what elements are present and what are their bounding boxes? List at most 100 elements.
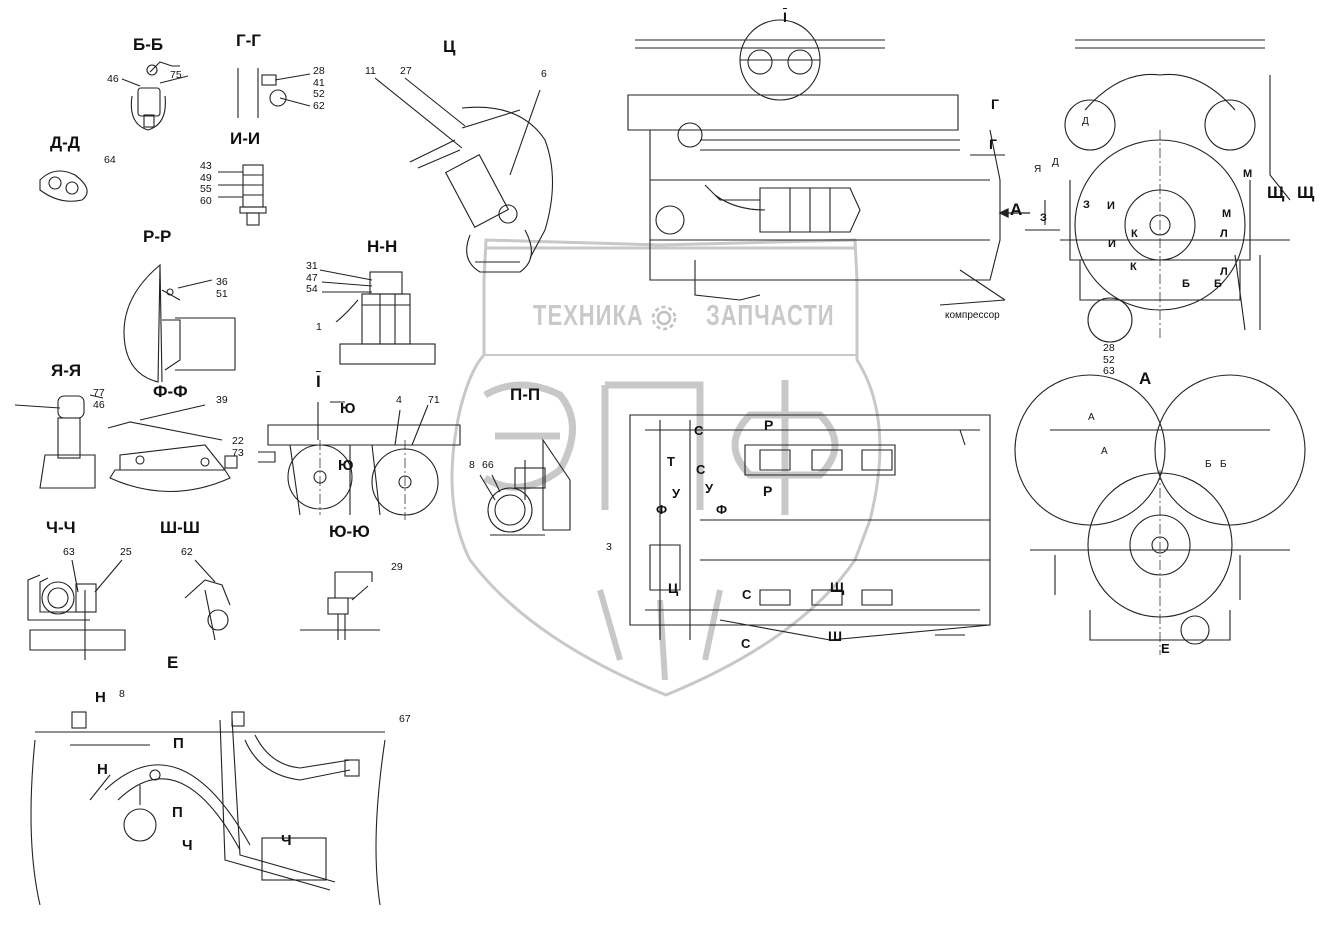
callout-stack-ff: 22 73 [232,435,244,459]
section-label-rr: Р-Р [143,227,172,246]
watermark-brand-right: ЗАПЧАСТИ [706,299,835,332]
cut-mark-i-b: И [1108,238,1116,250]
cut-mark-b-b: Б [1214,278,1222,290]
cut-mark-t: Т [667,454,675,469]
section-label-chch: Ч-Ч [46,518,76,537]
view-arrow-label-a: А [1010,200,1023,219]
view-a-mark-a1: А [1088,412,1095,423]
cut-mark-n-a: Н [95,689,106,706]
callout-ts-6: 6 [541,68,547,80]
center-lines [319,130,1161,655]
callout-dd-64: 64 [104,154,116,166]
callout-nn-1: 1 [316,321,322,333]
section-mark-shch-right: Щ [1297,183,1315,202]
cut-mark-u-b: У [705,481,714,496]
view-arrow-a [998,207,1030,219]
callout-view1-71: 71 [428,394,440,406]
section-label-dd: Д-Д [50,133,80,152]
detail-chch [27,559,126,660]
cut-mark-k-a: К [1131,228,1138,240]
callout-stack-front: 28 52 63 [1103,342,1115,378]
callout-nn-54: 54 [306,283,318,295]
detail-yuyu [300,571,380,640]
callout-rr-51: 51 [216,287,228,300]
section-label-shsh: Ш-Ш [160,518,200,537]
callout-ts-27: 27 [400,65,412,77]
callout-ii-60: 60 [200,194,212,207]
callout-ff-39: 39 [216,394,228,406]
view-a-mark-a2: А [1101,446,1108,457]
cut-mark-l-a: Л [1220,228,1228,240]
detail-e [30,711,386,906]
callout-front-52: 52 [1103,353,1115,366]
cut-mark-p-b: П [172,804,183,821]
callout-gg-62: 62 [313,99,325,112]
callout-shsh-62: 62 [181,546,193,558]
cut-mark-s-c: С [742,587,752,602]
section-label-yaya: Я-Я [51,361,82,380]
engine-plan-view [629,414,991,641]
callout-bb-46: 46 [107,73,119,85]
engine-front-view [1025,39,1291,343]
detail-dd [39,170,88,202]
callout-front-28: 28 [1103,342,1115,354]
cut-mark-ch: Ч [182,837,193,854]
cut-mark-sh-a: Щ [830,579,845,595]
callout-bb-75: 75 [170,69,182,81]
cut-mark-z-a: З [1083,199,1090,211]
cut-mark-ts: Ц [668,580,679,596]
callout-nn-31: 31 [306,260,318,272]
callout-view1-4: 4 [396,394,402,406]
cut-mark-yu-a: Ю [340,400,356,417]
cut-mark-n-b: Н [97,761,108,778]
callout-gg-28: 28 [313,65,325,77]
callout-top-mid-3: 3 [606,541,612,553]
cut-mark-f-a: Ф [656,502,668,517]
cut-mark-yu-b: Ю [338,457,354,474]
cut-mark-r-b: Р [763,483,773,499]
callout-e-67: 67 [399,713,411,725]
diagram-lines [14,19,1306,906]
detail-rr [123,263,236,383]
detail-yaya [14,394,104,489]
callout-ff-73: 73 [232,446,244,459]
callout-gg-41: 41 [313,76,325,89]
section-label-a: А [1139,369,1152,388]
callout-gg-52: 52 [313,88,325,100]
callout-yuyu-29: 29 [391,561,403,573]
section-label-ff: Ф-Ф [153,382,188,401]
callout-ii-49: 49 [200,171,212,184]
callout-chch-63: 63 [63,546,75,558]
callout-e-8: 8 [119,688,125,700]
cut-mark-g-a: Г [991,96,999,112]
callout-stack-nn: 31 47 54 [306,260,318,296]
cut-mark-w-a: Ш [828,628,843,644]
cut-mark-k-b: К [1130,261,1137,273]
cut-mark-i-a: И [1107,200,1115,212]
cut-mark-s-b: С [696,462,706,477]
callout-stack-yaya: 77 46 [93,387,105,411]
watermark-shield [450,238,882,697]
callout-pp-8: 8 [469,459,475,471]
cut-mark-s-d: С [741,636,751,651]
view-mark-i: I [783,9,787,25]
cut-mark-d-a: Д [1082,116,1089,127]
cut-mark-ya: Я [1034,164,1042,175]
callout-stack-ii: 43 49 55 60 [200,160,212,207]
detail-ff [107,404,238,493]
detail-nn [319,269,436,365]
callout-nn-47: 47 [306,271,318,284]
detail-pp [479,438,571,536]
callout-ii-43: 43 [200,160,212,172]
callout-stack-rr: 36 51 [216,276,228,300]
cut-mark-r-a: Р [764,417,774,433]
callout-ii-55: 55 [200,183,212,195]
section-label-nn: Н-Н [367,237,398,256]
callout-front-63: 63 [1103,365,1115,377]
cut-mark-e: Е [1161,641,1170,656]
section-mark-shch-left: Щ [1267,183,1285,202]
cut-mark-f-b: Ф [716,502,728,517]
section-label-ii: И-И [230,129,261,148]
callout-stack-gg: 28 41 52 62 [313,65,325,112]
